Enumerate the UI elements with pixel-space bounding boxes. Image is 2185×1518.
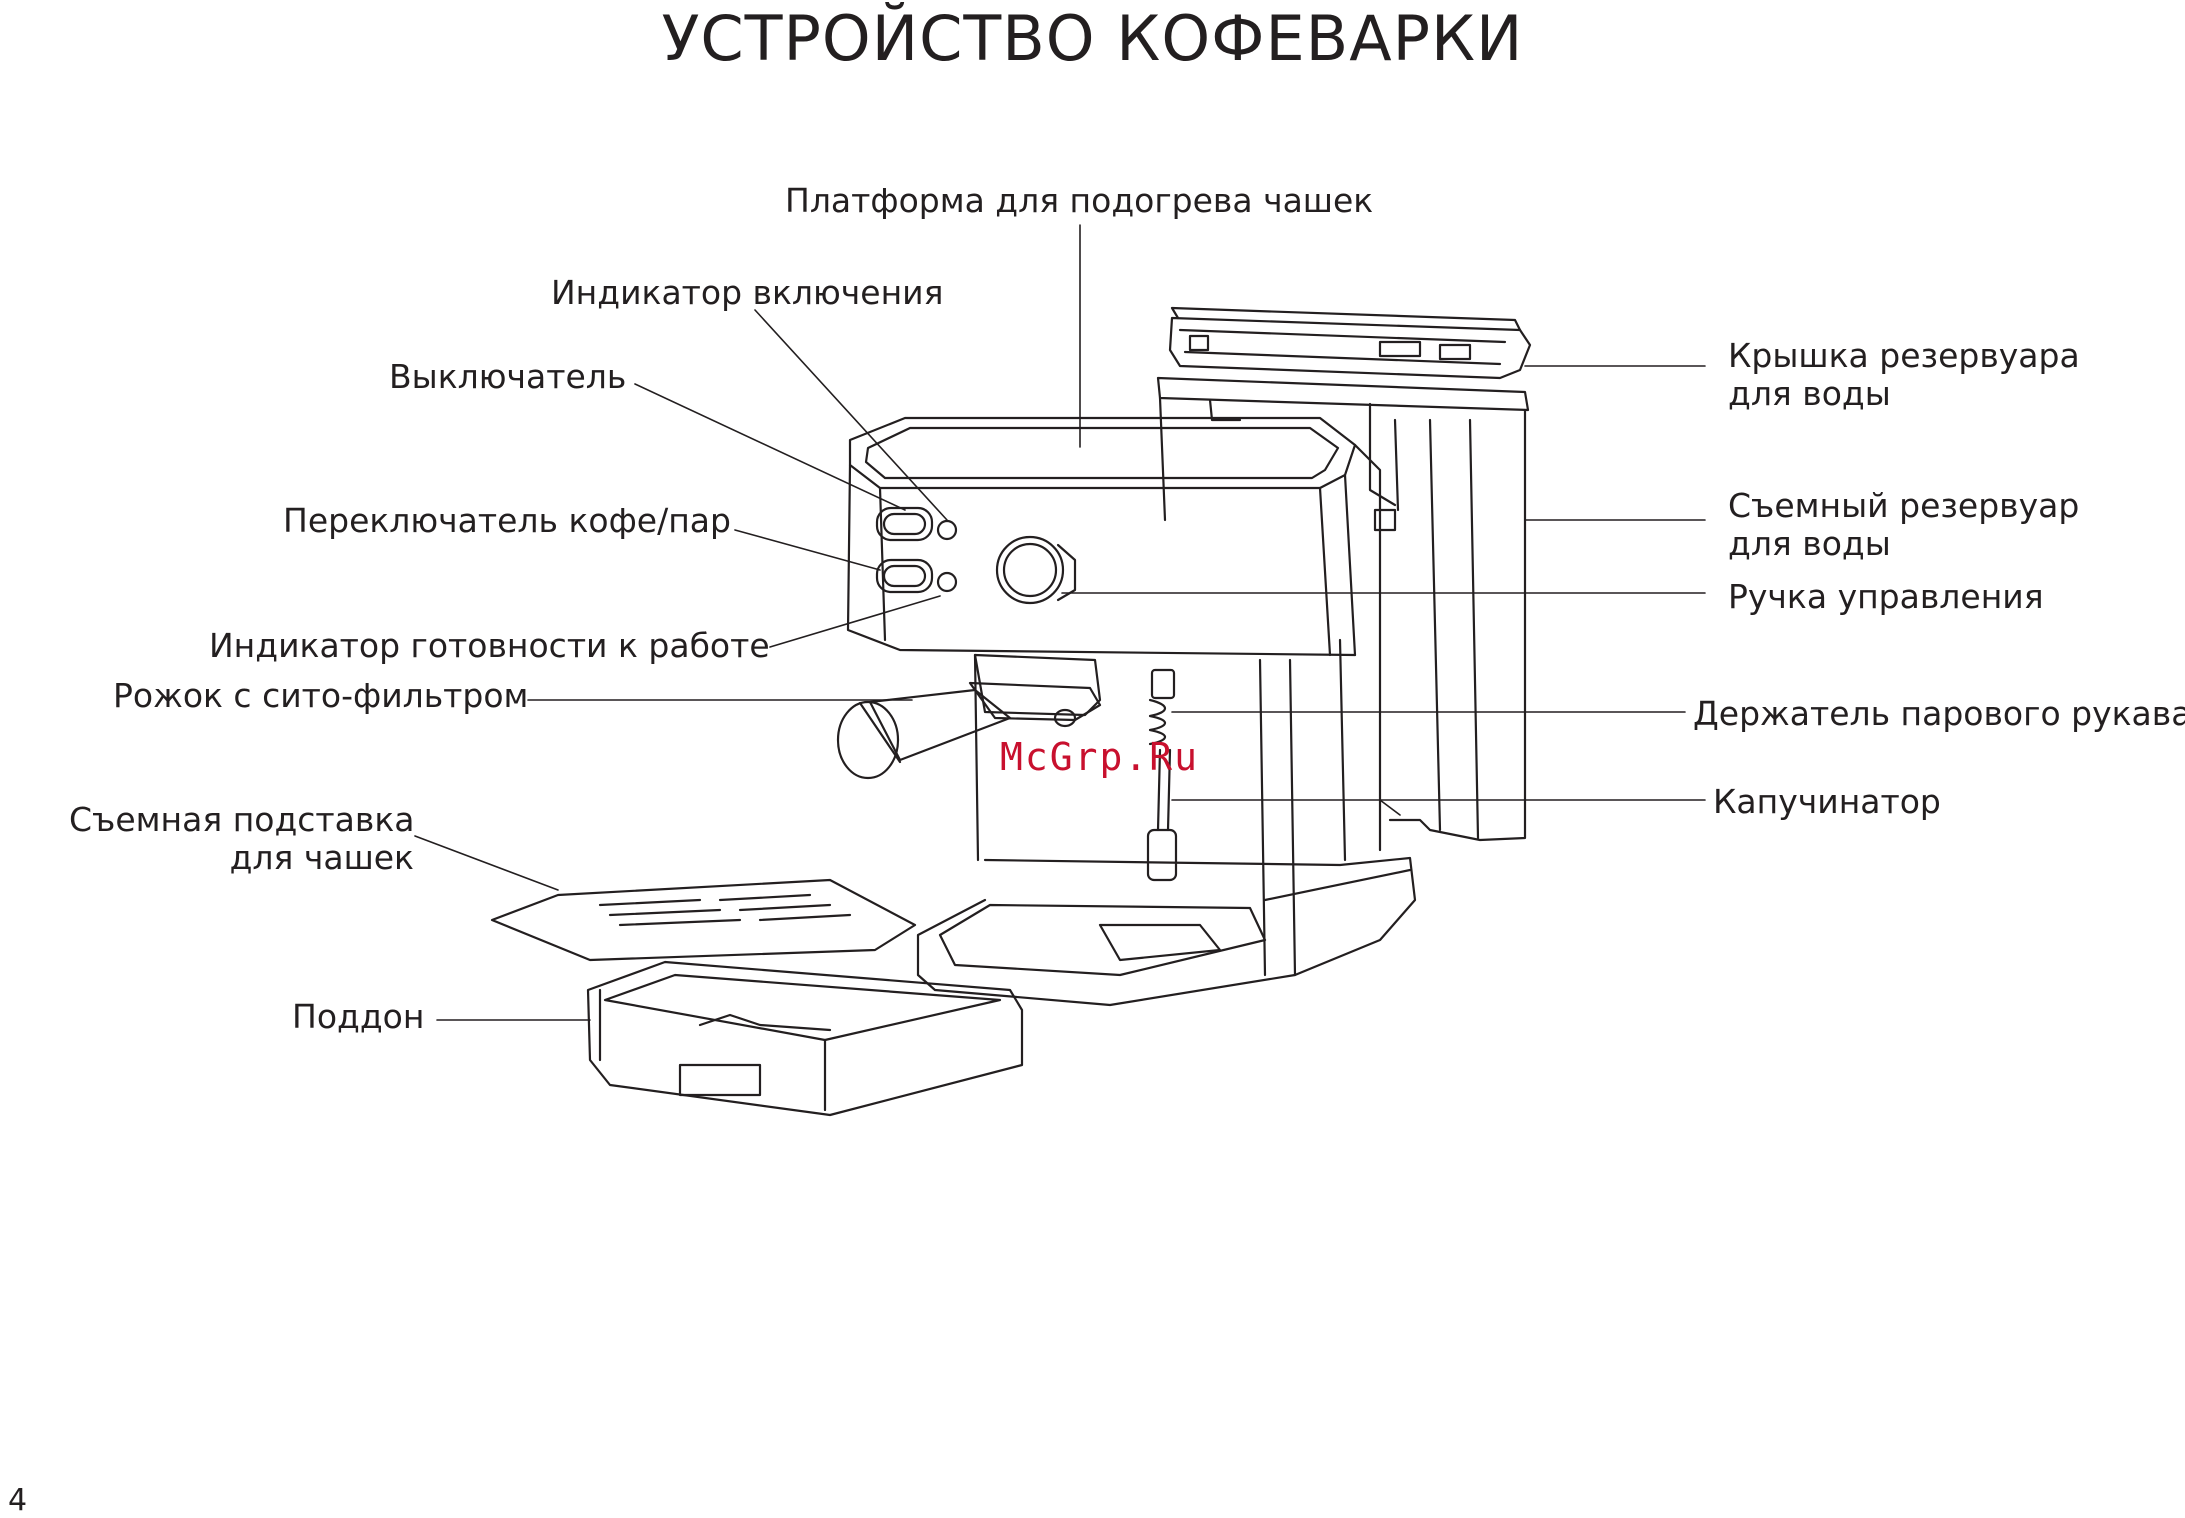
label-power-indicator: Индикатор включения bbox=[551, 273, 944, 312]
label-cup-stand-line1: Съемная подставка bbox=[69, 800, 415, 839]
label-portafilter: Рожок с сито-фильтром bbox=[113, 676, 529, 715]
label-ready-indicator: Индикатор готовности к работе bbox=[209, 626, 770, 665]
label-cup-stand-line2: для чашек bbox=[229, 838, 414, 877]
water-tank-drawing bbox=[1156, 376, 1530, 842]
label-coffee-steam-switch: Переключатель кофе/пар bbox=[283, 501, 731, 540]
label-water-tank-line2: для воды bbox=[1728, 524, 1891, 563]
label-water-tank: Съемный резервуар для воды bbox=[1728, 487, 2079, 563]
label-control-knob: Ручка управления bbox=[1728, 577, 2044, 616]
leader-lines bbox=[414, 224, 1706, 1021]
label-tank-lid: Крышка резервуара для воды bbox=[1728, 337, 2080, 413]
controls-drawing bbox=[875, 506, 1077, 605]
label-drip-tray: Поддон bbox=[292, 997, 425, 1036]
label-cappuccinator: Капучинатор bbox=[1713, 782, 1941, 821]
label-tank-lid-line1: Крышка резервуара bbox=[1728, 336, 2080, 375]
label-tank-lid-line2: для воды bbox=[1728, 374, 1891, 413]
page-title: УСТРОЙСТВО КОФЕВАРКИ bbox=[661, 2, 1524, 75]
label-steam-holder: Держатель парового рукава bbox=[1693, 694, 2185, 733]
label-water-tank-line1: Съемный резервуар bbox=[1728, 486, 2080, 525]
page-number: 4 bbox=[8, 1483, 28, 1518]
drip-tray-drawing bbox=[586, 960, 1024, 1117]
label-cup-warmer: Платформа для подогрева чашек bbox=[785, 181, 1374, 220]
steam-wand-drawing bbox=[1146, 668, 1178, 882]
cup-stand-drawing bbox=[490, 878, 917, 962]
watermark: McGrp.Ru bbox=[1000, 735, 1200, 779]
label-cup-stand: Съемная подставка для чашек bbox=[69, 801, 414, 877]
label-power-switch: Выключатель bbox=[389, 357, 627, 396]
tank-lid-drawing bbox=[1168, 306, 1532, 380]
